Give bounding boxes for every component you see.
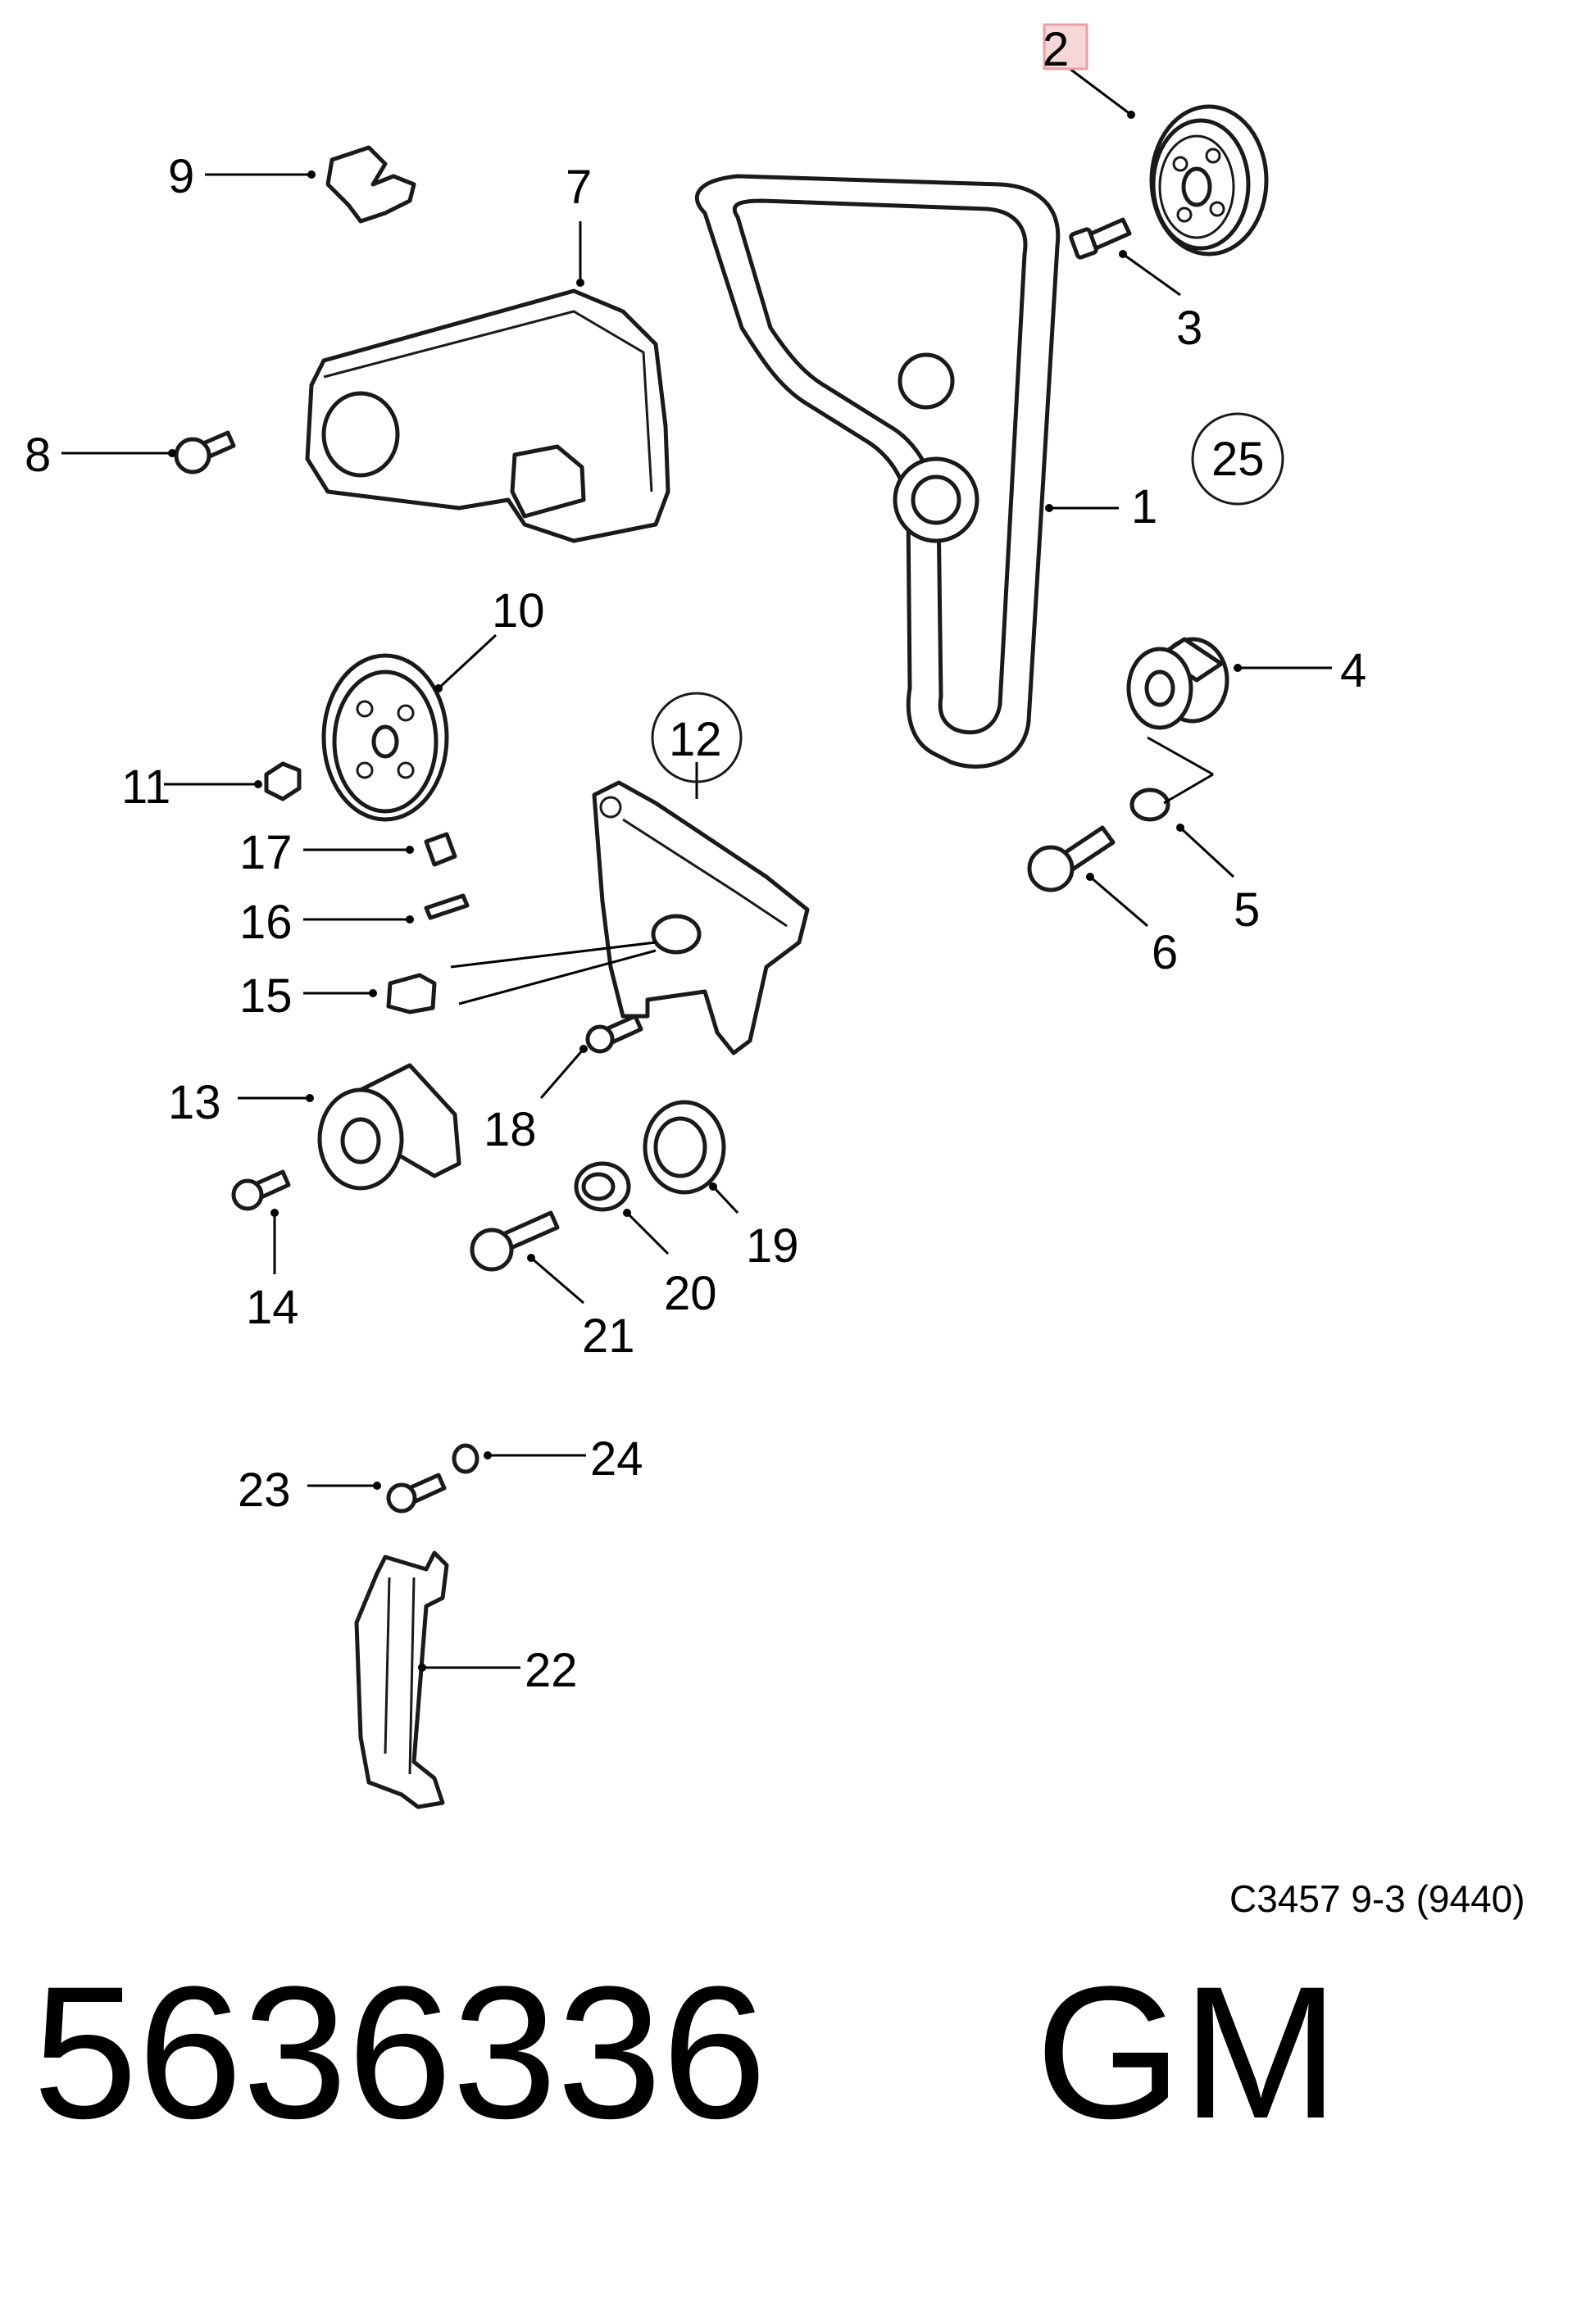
spacer-20	[574, 1161, 631, 1212]
callout-11: 11	[121, 760, 170, 814]
callout-8: 8	[25, 429, 51, 482]
bolt-23	[386, 1473, 447, 1514]
flange-bolt-6	[1027, 825, 1116, 892]
callout-7: 7	[566, 161, 592, 214]
cable-clip	[325, 145, 416, 224]
gear-19	[643, 1100, 726, 1195]
pulley-bolt	[1069, 217, 1132, 260]
callout-3: 3	[1176, 302, 1202, 355]
callout-19: 19	[746, 1219, 799, 1273]
callout-18: 18	[484, 1103, 537, 1156]
callout-6: 6	[1152, 926, 1178, 979]
callout-14: 14	[246, 1281, 299, 1334]
callout-20: 20	[664, 1267, 717, 1320]
eccentric-15	[386, 973, 437, 1014]
brand-name: GM	[1035, 1947, 1339, 2158]
callout-2: 2	[1043, 23, 1069, 76]
guide-rail	[354, 1550, 449, 1809]
part-number-banner: 5636336 GM	[33, 1959, 1339, 2147]
idler-roller	[1126, 637, 1229, 730]
callout-13: 13	[168, 1076, 221, 1129]
callout-1: 1	[1131, 480, 1157, 533]
diagram-reference-code: C3457 9-3 (9440)	[1229, 1877, 1525, 1920]
timing-belt	[695, 174, 1061, 769]
leader-lines	[61, 64, 1332, 1672]
callout-circle-12	[651, 692, 743, 783]
bolt-21	[470, 1210, 560, 1272]
washer-24	[452, 1443, 479, 1474]
timing-cover	[305, 288, 670, 543]
callout-10: 10	[492, 584, 545, 638]
callout-16: 16	[239, 896, 293, 949]
tensioner-bracket	[592, 780, 810, 1055]
crankshaft-pulley	[321, 653, 449, 822]
callout-24: 24	[590, 1432, 643, 1486]
callout-2-highlight	[1043, 23, 1088, 70]
washer-5	[1129, 788, 1170, 822]
stud-16	[424, 893, 470, 920]
nut-11	[264, 761, 302, 801]
callout-22: 22	[525, 1644, 578, 1697]
callout-17: 17	[239, 826, 293, 879]
exploded-parts-diagram: 1 2 3 4 5 6 7 8 9 10 11 12 13 14 15 16 1…	[25, 23, 1366, 1809]
callout-23: 23	[238, 1464, 291, 1517]
sleeve-17	[424, 832, 457, 867]
callout-4: 4	[1340, 644, 1366, 697]
callout-12: 12	[669, 713, 722, 766]
callout-circle-25	[1191, 412, 1284, 506]
part-number: 5636336	[33, 1947, 767, 2158]
callout-25: 25	[1211, 433, 1265, 486]
callout-15: 15	[239, 969, 293, 1023]
callout-labels: 1 2 3 4 5 6 7 8 9 10 11 12 13 14 15 16 1…	[25, 23, 1366, 1697]
callout-9: 9	[168, 150, 194, 203]
callout-21: 21	[582, 1310, 635, 1363]
bolt-18	[585, 1014, 643, 1054]
cover-bolt	[174, 430, 236, 474]
camshaft-pulley	[1149, 104, 1269, 256]
bolt-14	[231, 1169, 291, 1211]
callout-5: 5	[1234, 883, 1260, 937]
tensioner-pulley	[317, 1063, 461, 1191]
